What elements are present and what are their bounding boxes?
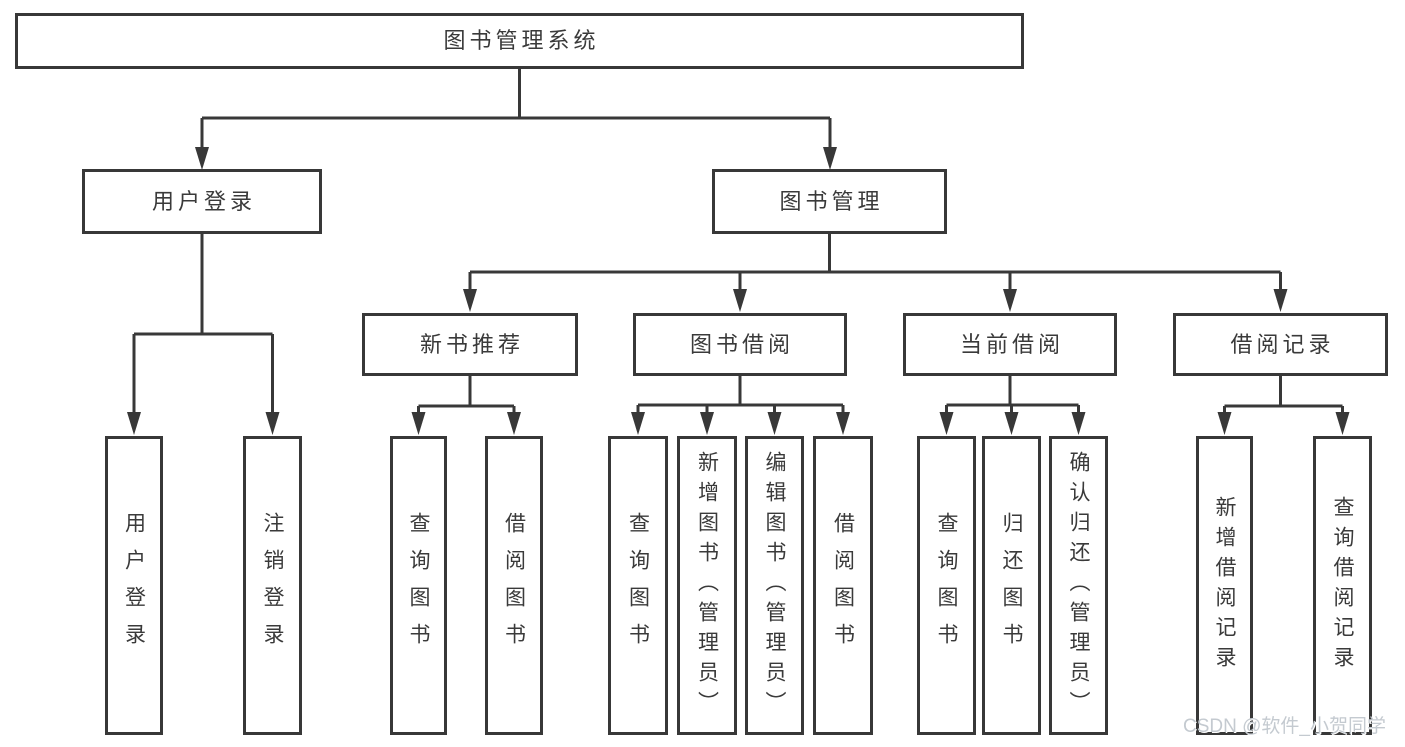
leaf-user-login-label: 用户登录 bbox=[122, 511, 146, 660]
arrowhead bbox=[1217, 412, 1232, 435]
arrowhead bbox=[1335, 412, 1350, 435]
connector-new-book-to-leaves bbox=[417, 376, 516, 415]
arrowhead bbox=[507, 412, 521, 435]
leaf-query-books: 查询图书 bbox=[390, 436, 447, 735]
arrowhead bbox=[1071, 412, 1086, 435]
leaf-query-borrow-record: 查询借阅记录 bbox=[1313, 436, 1372, 735]
node-new-book-recommend-label: 新书推荐 bbox=[419, 331, 524, 357]
node-book-borrow-label: 图书借阅 bbox=[689, 331, 794, 357]
node-borrow-records: 借阅记录 bbox=[1173, 313, 1388, 376]
arrowhead bbox=[1003, 289, 1017, 312]
arrowhead bbox=[463, 289, 477, 312]
arrowhead bbox=[733, 289, 747, 312]
node-book-management-label: 图书管理 bbox=[779, 188, 884, 214]
arrowhead bbox=[836, 412, 850, 435]
leaf-query-borrow-record-label: 查询借阅记录 bbox=[1331, 495, 1354, 676]
leaf-borrow-books-label: 借阅图书 bbox=[831, 511, 855, 660]
csdn-watermark: CSDN @软件_小贺同学 bbox=[1183, 716, 1386, 737]
arrowhead bbox=[767, 412, 782, 435]
node-root-system-label: 图书管理系统 bbox=[443, 28, 600, 53]
node-user-login: 用户登录 bbox=[82, 169, 322, 234]
arrowhead bbox=[411, 412, 426, 435]
node-new-book-recommend: 新书推荐 bbox=[362, 313, 578, 376]
leaf-query-books: 查询图书 bbox=[608, 436, 668, 735]
arrowhead bbox=[939, 412, 954, 435]
leaf-add-books-admin-label: 新增图书（管理员） bbox=[695, 450, 719, 721]
node-current-borrow: 当前借阅 bbox=[903, 313, 1117, 376]
leaf-return-books: 归还图书 bbox=[982, 436, 1041, 735]
leaf-query-books-label: 查询图书 bbox=[407, 511, 430, 660]
leaf-edit-books-admin: 编辑图书（管理员） bbox=[745, 436, 804, 735]
node-root-system: 图书管理系统 bbox=[15, 13, 1024, 69]
leaf-query-books-label: 查询图书 bbox=[935, 511, 958, 660]
node-book-management: 图书管理 bbox=[712, 169, 947, 234]
connector-current-borrow-to-leaves bbox=[945, 376, 1080, 415]
arrowhead bbox=[265, 412, 280, 435]
leaf-confirm-return-admin-label: 确认归还（管理员） bbox=[1067, 450, 1090, 721]
leaf-return-books-label: 归还图书 bbox=[1000, 511, 1023, 660]
node-borrow-records-label: 借阅记录 bbox=[1230, 331, 1335, 357]
leaf-confirm-return-admin: 确认归还（管理员） bbox=[1049, 436, 1108, 735]
connector-root-to-level2 bbox=[200, 69, 832, 150]
leaf-user-login: 用户登录 bbox=[105, 436, 163, 735]
arrowhead bbox=[1273, 289, 1288, 312]
connector-user-login-to-leaves bbox=[132, 234, 274, 415]
connector-book-mgmt-to-level3 bbox=[468, 234, 1282, 292]
leaf-borrow-books: 借阅图书 bbox=[813, 436, 873, 735]
arrowheads bbox=[127, 147, 1350, 435]
node-current-borrow-label: 当前借阅 bbox=[959, 331, 1064, 357]
leaf-add-books-admin: 新增图书（管理员） bbox=[677, 436, 737, 735]
leaf-logout-label: 注销登录 bbox=[261, 511, 284, 660]
arrowhead bbox=[127, 412, 141, 435]
arrowhead bbox=[195, 147, 209, 170]
arrowhead bbox=[823, 147, 837, 170]
arrowhead bbox=[631, 412, 645, 435]
leaf-edit-books-admin-label: 编辑图书（管理员） bbox=[763, 450, 786, 721]
arrowhead bbox=[1004, 412, 1019, 435]
leaf-add-borrow-record: 新增借阅记录 bbox=[1196, 436, 1253, 735]
node-user-login-label: 用户登录 bbox=[151, 188, 256, 214]
leaf-query-books: 查询图书 bbox=[917, 436, 976, 735]
leaf-logout: 注销登录 bbox=[243, 436, 302, 735]
connector-borrow-records-to-leaves bbox=[1223, 376, 1344, 415]
leaf-query-books-label: 查询图书 bbox=[626, 511, 650, 660]
leaf-borrow-books-label: 借阅图书 bbox=[502, 511, 526, 660]
leaf-borrow-books: 借阅图书 bbox=[485, 436, 543, 735]
node-book-borrow: 图书借阅 bbox=[633, 313, 847, 376]
arrowhead bbox=[700, 412, 714, 435]
leaf-add-borrow-record-label: 新增借阅记录 bbox=[1213, 495, 1236, 676]
connector-book-borrow-to-leaves bbox=[636, 376, 845, 415]
